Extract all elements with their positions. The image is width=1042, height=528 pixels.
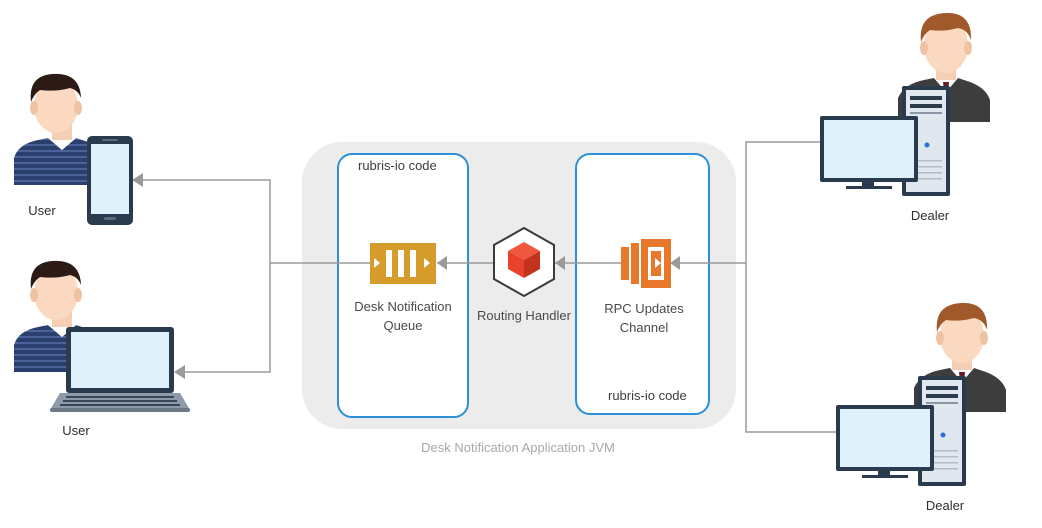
- arrow-to-phone: [132, 173, 143, 187]
- dealer-bottom: [836, 302, 1006, 486]
- user-top-with-phone: [14, 73, 133, 225]
- right-box-label: rubris-io code: [608, 388, 687, 403]
- channel-label: RPC Updates Channel: [576, 299, 712, 337]
- dealer-top: [820, 12, 990, 196]
- channel-icon: [621, 239, 671, 288]
- queue-label-line2: Queue: [383, 318, 423, 333]
- arrow-to-queue: [437, 256, 447, 270]
- queue-label: Desk Notification Queue: [338, 297, 468, 335]
- user-bottom-with-laptop: [14, 260, 190, 412]
- arrowheads: [132, 173, 680, 379]
- dealer-bottom-label: Dealer: [925, 498, 965, 513]
- jvm-label: Desk Notification Application JVM: [421, 440, 615, 455]
- dealer-top-label: Dealer: [910, 208, 950, 223]
- arrow-to-router: [555, 256, 565, 270]
- queue-label-line1: Desk Notification: [354, 299, 452, 314]
- connectors: [143, 141, 836, 433]
- router-label: Routing Handler: [477, 308, 571, 323]
- arrow-to-laptop: [174, 365, 185, 379]
- user-top-label: User: [28, 203, 56, 218]
- left-box-label: rubris-io code: [358, 158, 437, 173]
- left-rubris-box: [337, 153, 469, 418]
- user-bottom-label: User: [62, 423, 90, 438]
- queue-icon: [370, 243, 436, 284]
- arrow-to-channel: [670, 256, 680, 270]
- channel-label-line1: RPC Updates: [604, 301, 684, 316]
- channel-label-line2: Channel: [619, 320, 669, 335]
- router-cube-icon: [493, 226, 555, 298]
